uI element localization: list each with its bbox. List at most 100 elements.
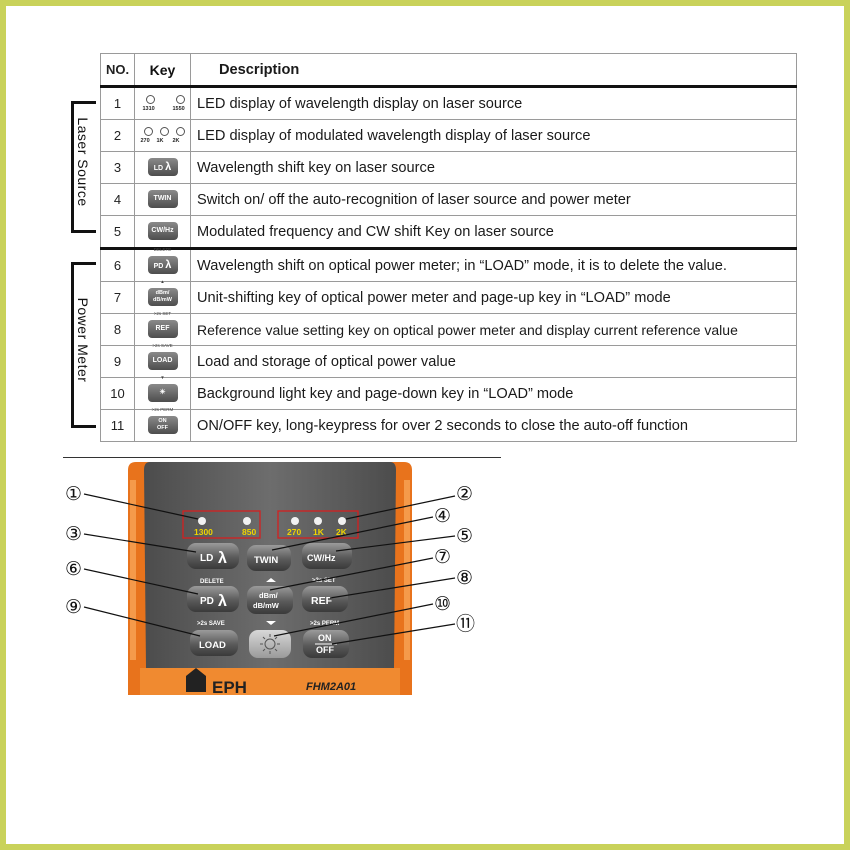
key-label: TWIN: [153, 195, 172, 203]
key-label: REF: [155, 325, 170, 333]
row-description: Unit-shifting key of optical power meter…: [190, 281, 797, 314]
key-button-icon: >2s SET REF: [147, 311, 178, 339]
key-button-icon: ▼☀: [147, 375, 178, 403]
svg-text:λ: λ: [218, 550, 227, 567]
key-button-icon: CW/Hz: [147, 222, 178, 241]
callout-leader-lines: [83, 493, 456, 645]
header-no: NO.: [100, 53, 135, 88]
pd-lambda-button[interactable]: PD λ: [187, 586, 239, 612]
key-button-icon: TWIN: [147, 190, 178, 209]
svg-text:LD: LD: [200, 553, 213, 564]
callout-8: ⑧: [456, 567, 473, 589]
ref-button[interactable]: REF: [302, 586, 348, 612]
laser-source-bracket: [71, 101, 96, 233]
svg-text:λ: λ: [218, 593, 227, 610]
key-label: ☀: [159, 389, 166, 397]
callout-6: ⑥: [65, 558, 82, 580]
key-super-label: >2s SAVE: [152, 343, 173, 349]
svg-text:LOAD: LOAD: [199, 640, 226, 651]
key-super-label: >2s PERM: [151, 407, 174, 413]
callout-4: ④: [434, 505, 451, 527]
svg-text:dB/mW: dB/mW: [253, 601, 280, 610]
key-label: ON OFF: [157, 417, 168, 431]
key-label: CW/Hz: [151, 227, 174, 235]
table-row: 10▼☀Background light key and page-down k…: [100, 375, 797, 410]
header-key: Key: [134, 53, 191, 88]
ref-super-label: >2s SET: [312, 578, 336, 584]
backlight-button[interactable]: [249, 630, 291, 658]
led-label: 1550: [172, 105, 185, 112]
svg-text:⑥: ⑥: [65, 558, 82, 580]
load-button[interactable]: LOAD: [190, 630, 238, 656]
led-box-right: [277, 510, 359, 539]
callout-2: ②: [456, 483, 473, 505]
led-label: 2K: [172, 137, 180, 144]
callout-3: ③: [65, 523, 82, 545]
key-button-icon: LD λ: [147, 158, 178, 177]
svg-text:⑨: ⑨: [65, 596, 82, 618]
ld-lambda-button[interactable]: LD λ: [187, 543, 239, 569]
led-1k: [314, 517, 322, 525]
key-super-label: DELETE: [153, 247, 172, 253]
row-number: 2: [100, 119, 135, 152]
divider-line: [63, 457, 501, 458]
row-number: 4: [100, 183, 135, 216]
dbm-unit-button[interactable]: dBm/ dB/mW: [247, 586, 293, 614]
svg-text:dBm/: dBm/: [259, 591, 279, 600]
callout-1: ①: [65, 483, 82, 505]
power-meter-bracket: [71, 262, 96, 428]
led-label-2k: 2K: [336, 527, 348, 537]
led-icon: [145, 94, 155, 104]
power-meter-label: Power Meter: [75, 297, 91, 383]
housing-highlight-left: [130, 480, 136, 660]
svg-text:⑩: ⑩: [434, 593, 451, 615]
row-number: 8: [100, 313, 135, 346]
key-super-label: >2s SET: [153, 311, 172, 317]
brand-strip: [140, 668, 400, 695]
row-key: >2s SET REF: [134, 311, 191, 346]
twin-button[interactable]: TWIN: [247, 545, 291, 571]
row-key: ▲dBm/ dB/mW: [134, 279, 191, 314]
led-label: 1K: [156, 137, 164, 144]
backlight-sun-icon: [264, 638, 276, 650]
row-number: 10: [100, 377, 135, 410]
svg-text:②: ②: [456, 483, 473, 505]
led-label: 1310: [142, 105, 155, 112]
row-number: 7: [100, 281, 135, 314]
callout-10: ⑩: [434, 593, 451, 615]
row-description: LED display of wavelength display on las…: [190, 86, 797, 120]
header-description: Description: [190, 53, 797, 88]
led-label-1k: 1K: [313, 527, 325, 537]
key-super-label: ▼: [160, 375, 165, 381]
callout-11: ⑪: [456, 613, 475, 635]
key-label: dBm/ dB/mW: [153, 289, 172, 303]
svg-text:REF: REF: [311, 595, 333, 607]
svg-text:⑪: ⑪: [456, 613, 475, 635]
row-description: Background light key and page-down key i…: [190, 377, 797, 410]
callout-9: ⑨: [65, 596, 82, 618]
laser-source-label: Laser Source: [75, 117, 91, 207]
led-icon: [159, 126, 169, 136]
row-description: Reference value setting key on optical p…: [190, 313, 797, 346]
svg-text:CW/Hz: CW/Hz: [307, 553, 336, 563]
row-key: ▼☀: [134, 375, 191, 410]
row-description: LED display of modulated wavelength disp…: [190, 119, 797, 152]
cw-hz-button[interactable]: CW/Hz: [302, 543, 352, 569]
on-off-button[interactable]: ON OFF: [303, 630, 349, 658]
svg-text:⑤: ⑤: [456, 525, 473, 547]
svg-text:PD: PD: [200, 596, 214, 607]
svg-text:⑧: ⑧: [456, 567, 473, 589]
model-name: FHM2A01: [306, 681, 356, 693]
led-850: [243, 517, 251, 525]
row-description: Modulated frequency and CW shift Key on …: [190, 215, 797, 250]
row-key: LD λ: [134, 151, 191, 184]
